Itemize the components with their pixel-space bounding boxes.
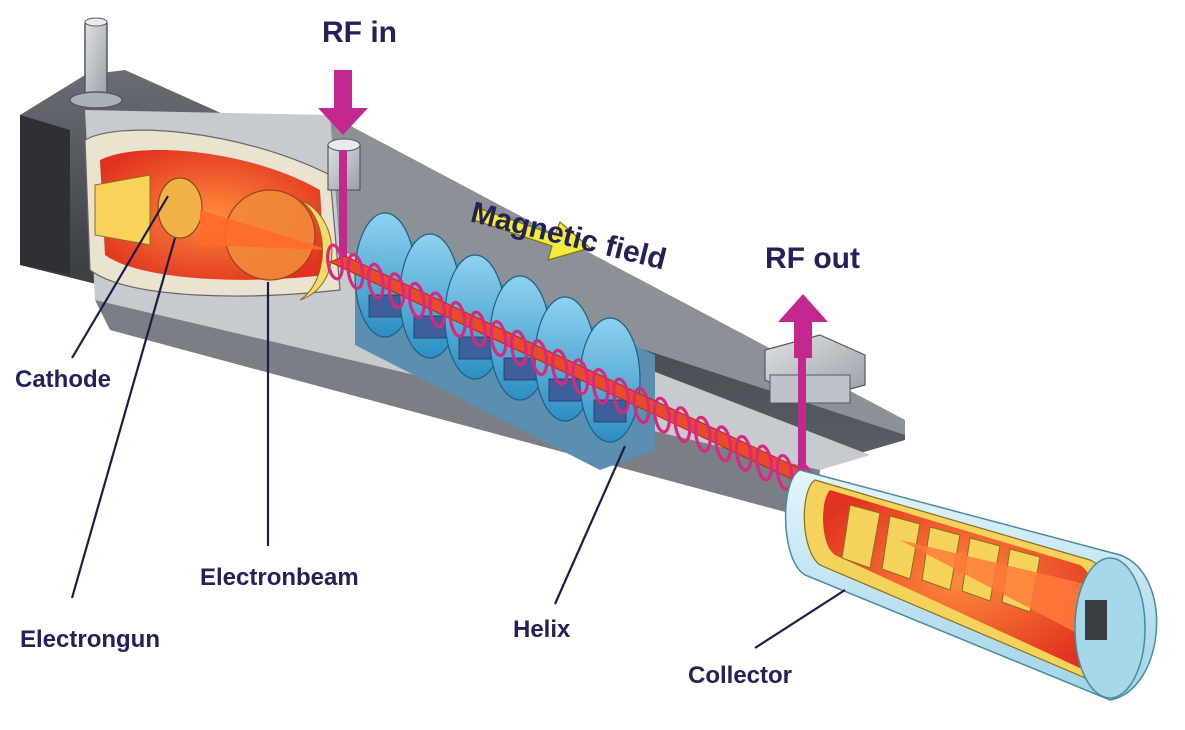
helix-turn: [755, 444, 774, 482]
helix-turn: [387, 272, 406, 310]
helix-turn: [612, 377, 631, 415]
magnet-pole-piece: [503, 357, 537, 381]
rf-out-arrow-icon: [778, 294, 828, 358]
rf-in-label: RF in: [322, 16, 397, 49]
leader-helix: [553, 445, 627, 605]
leader-electrongun: [70, 237, 177, 599]
leader-cathode: [71, 195, 169, 359]
helix-turn: [346, 253, 365, 291]
helix-turn: [469, 310, 487, 348]
collector-fin: [881, 515, 921, 580]
rf-input-coupler: [327, 138, 361, 265]
electronbeam-label: Electronbeam: [200, 564, 359, 591]
helix-turn: [326, 243, 344, 281]
rf-out-label: RF out: [765, 242, 860, 275]
helix-turn: [673, 406, 692, 444]
helix-turn: [693, 415, 712, 453]
helix-turn: [591, 367, 610, 405]
collector-label: Collector: [688, 662, 793, 689]
helix-turn: [428, 291, 447, 329]
leader-lines: [70, 195, 846, 649]
helix-turn: [653, 396, 671, 434]
helix-turn: [448, 300, 467, 338]
helix-turn: [571, 358, 590, 396]
electron-gun: [84, 129, 341, 301]
helix-turn: [407, 281, 426, 319]
electrongun-label: Electrongun: [20, 626, 161, 653]
helix-turn: [714, 425, 733, 463]
rf-in-arrow-icon: [318, 70, 368, 135]
helix-turn: [366, 262, 385, 300]
helix-turn: [509, 329, 528, 367]
helix-turn: [550, 348, 569, 386]
helix-turn: [632, 387, 651, 424]
collector-fin: [841, 504, 881, 569]
top-connector-post: [69, 17, 123, 109]
helix-turn: [530, 339, 549, 377]
helix-turn: [775, 453, 794, 491]
helix-turn: [489, 320, 508, 357]
helix-coil: [326, 243, 814, 501]
collector-section: [784, 469, 1158, 701]
magnetic-field-arrow-icon: [473, 207, 592, 261]
helix-turn: [734, 434, 753, 472]
helix-label: Helix: [513, 616, 571, 643]
rf-output-coupler: [764, 334, 866, 480]
leader-collector: [754, 589, 846, 649]
cathode-label: Cathode: [15, 366, 111, 393]
